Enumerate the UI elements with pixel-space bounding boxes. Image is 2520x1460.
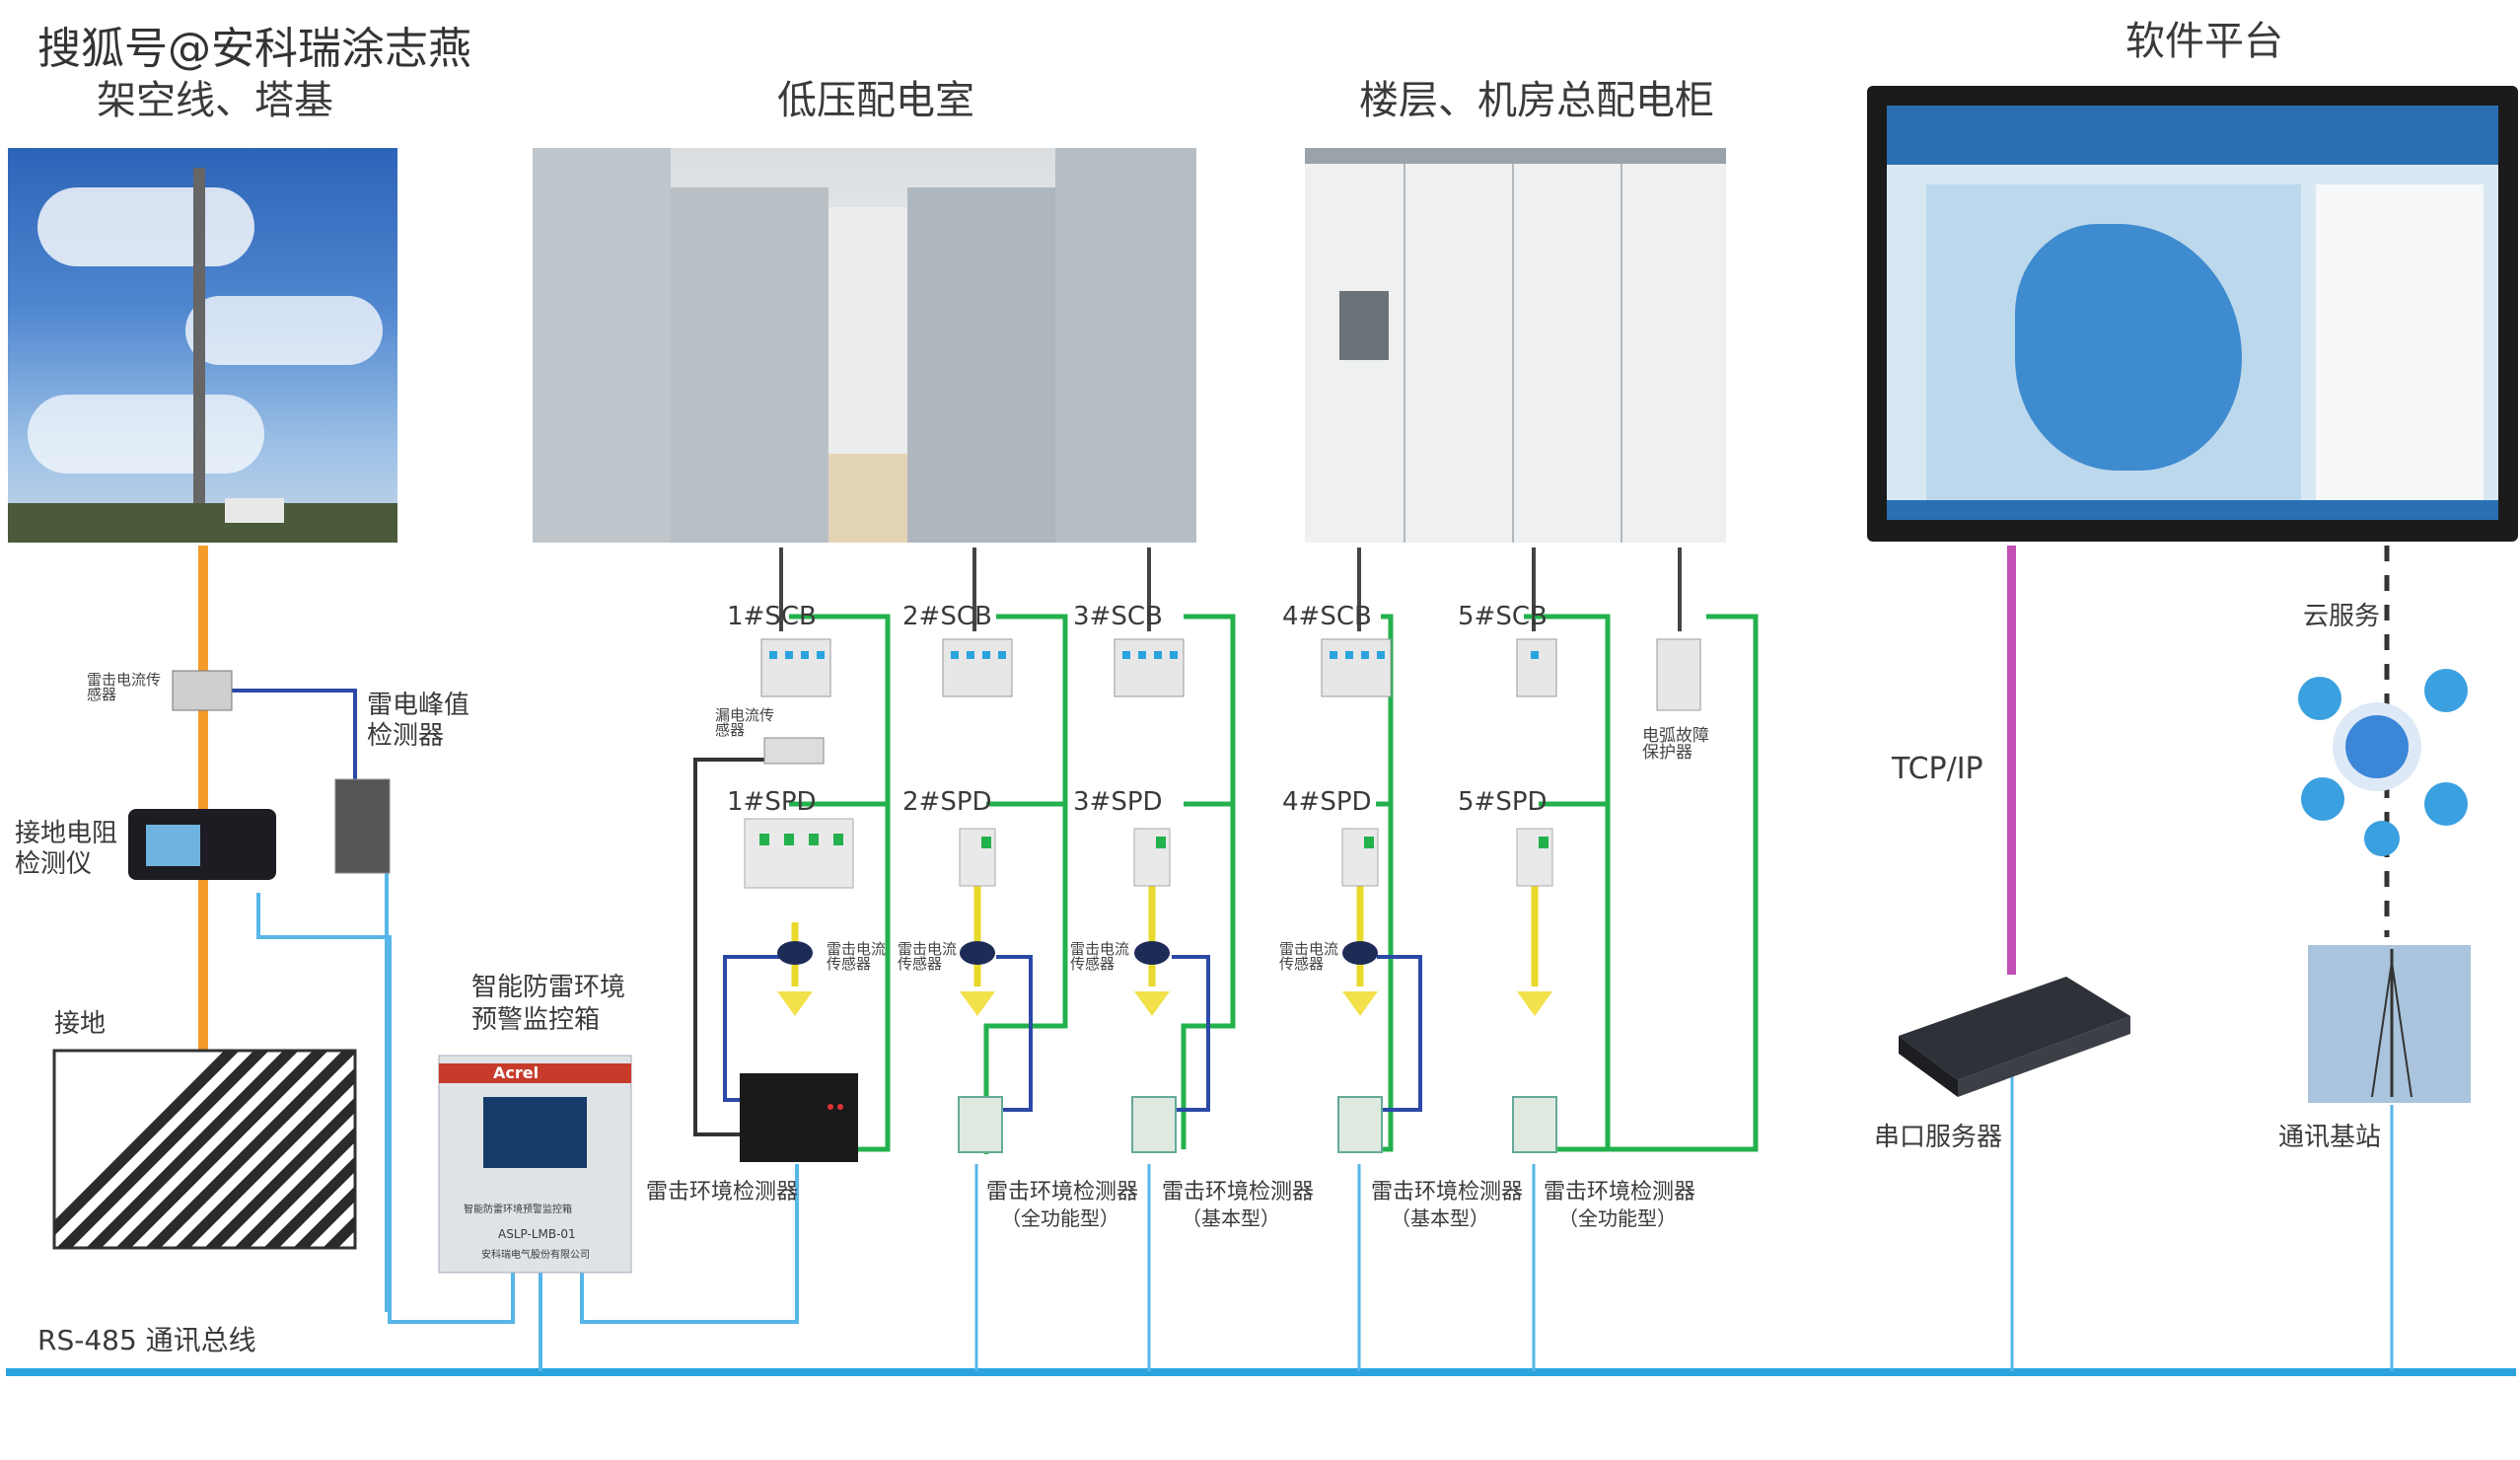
ground-resistance-tester-label: 接地电阻检测仪 — [15, 819, 118, 880]
detector-type-5: （全功能型） — [1558, 1206, 1677, 1230]
lightning-sensor-label-3: 雷击电流传感器 — [1070, 940, 1130, 973]
monitor-box-graphic — [438, 1055, 632, 1274]
detector-label-1: 雷击环境检测器 — [646, 1180, 799, 1204]
scb-label-3: 3#SCB — [1073, 602, 1163, 631]
monitor-box-model: ASLP-LMB-01 — [498, 1227, 576, 1241]
grounding-label: 接地 — [54, 1009, 107, 1039]
base-station-label: 通讯基站 — [2278, 1123, 2382, 1152]
rs485-bus-label: RS-485 通讯总线 — [37, 1324, 256, 1356]
serial-server-label: 串口服务器 — [1874, 1123, 2003, 1152]
spd-label-1: 1#SPD — [727, 787, 817, 817]
spd-label-2: 2#SPD — [902, 787, 992, 817]
section-floor-cabinet-title: 楼层、机房总配电柜 — [1359, 78, 1714, 123]
monitor-box-company: 安科瑞电气股份有限公司 — [481, 1250, 590, 1261]
scb-label-4: 4#SCB — [1282, 602, 1372, 631]
detector-label-2: 雷击环境检测器 — [986, 1180, 1139, 1204]
spd-label-3: 3#SPD — [1073, 787, 1163, 817]
lightning-sensor-label-2: 雷击电流传感器 — [898, 940, 958, 973]
software-platform-screen — [1867, 86, 2518, 542]
serial-server-graphic — [1899, 977, 2130, 1097]
lightning-current-sensor-label: 雷击电流传感器 — [87, 671, 162, 703]
lightning-peak-detector-label: 雷电峰值检测器 — [367, 691, 470, 752]
tcpip-label: TCP/IP — [1892, 752, 1983, 786]
spd-label-5: 5#SPD — [1458, 787, 1548, 817]
ground-hatch — [52, 1049, 357, 1250]
tower-photo — [8, 148, 397, 543]
cloud-service-label: 云服务 — [2303, 602, 2381, 631]
detector-type-3: （基本型） — [1182, 1206, 1280, 1230]
monitor-box-brand: Acrel — [493, 1063, 540, 1082]
monitor-box-screen-title: 智能防雷环境预警监控箱 — [464, 1204, 572, 1215]
rs485-bus-line — [6, 1368, 2516, 1376]
scb-label-5: 5#SCB — [1458, 602, 1548, 631]
lv-room-photo — [533, 148, 1196, 543]
lightning-sensor-label-1: 雷击电流传感器 — [827, 940, 887, 973]
section-lv-room-title: 低压配电室 — [777, 78, 974, 123]
detector-type-4: （基本型） — [1391, 1206, 1489, 1230]
leak-current-sensor-label: 漏电流传感器 — [715, 706, 775, 739]
scb-label-1: 1#SCB — [727, 602, 817, 631]
detector-label-5: 雷击环境检测器 — [1544, 1180, 1696, 1204]
scb-label-2: 2#SCB — [902, 602, 992, 631]
cloud-services-graphic — [2298, 669, 2468, 856]
monitor-box-label: 智能防雷环境预警监控箱 — [471, 973, 626, 1035]
base-station-graphic — [2308, 945, 2471, 1103]
section-overhead-title: 架空线、塔基 — [97, 78, 333, 123]
tcpip-link — [2007, 546, 2016, 975]
detector-label-3: 雷击环境检测器 — [1162, 1180, 1315, 1204]
detector-type-2: （全功能型） — [1001, 1206, 1119, 1230]
down-conductor — [198, 546, 208, 1068]
section-software-title: 软件平台 — [2125, 19, 2283, 64]
spd-label-4: 4#SPD — [1282, 787, 1372, 817]
detector-label-4: 雷击环境检测器 — [1371, 1180, 1524, 1204]
arc-fault-protector-label: 电弧故障保护器 — [1642, 726, 1709, 763]
lightning-sensor-label-4: 雷击电流传感器 — [1279, 940, 1339, 973]
cabinet-photo — [1305, 148, 1726, 543]
watermark: 搜狐号@安科瑞涂志燕 — [37, 24, 471, 74]
